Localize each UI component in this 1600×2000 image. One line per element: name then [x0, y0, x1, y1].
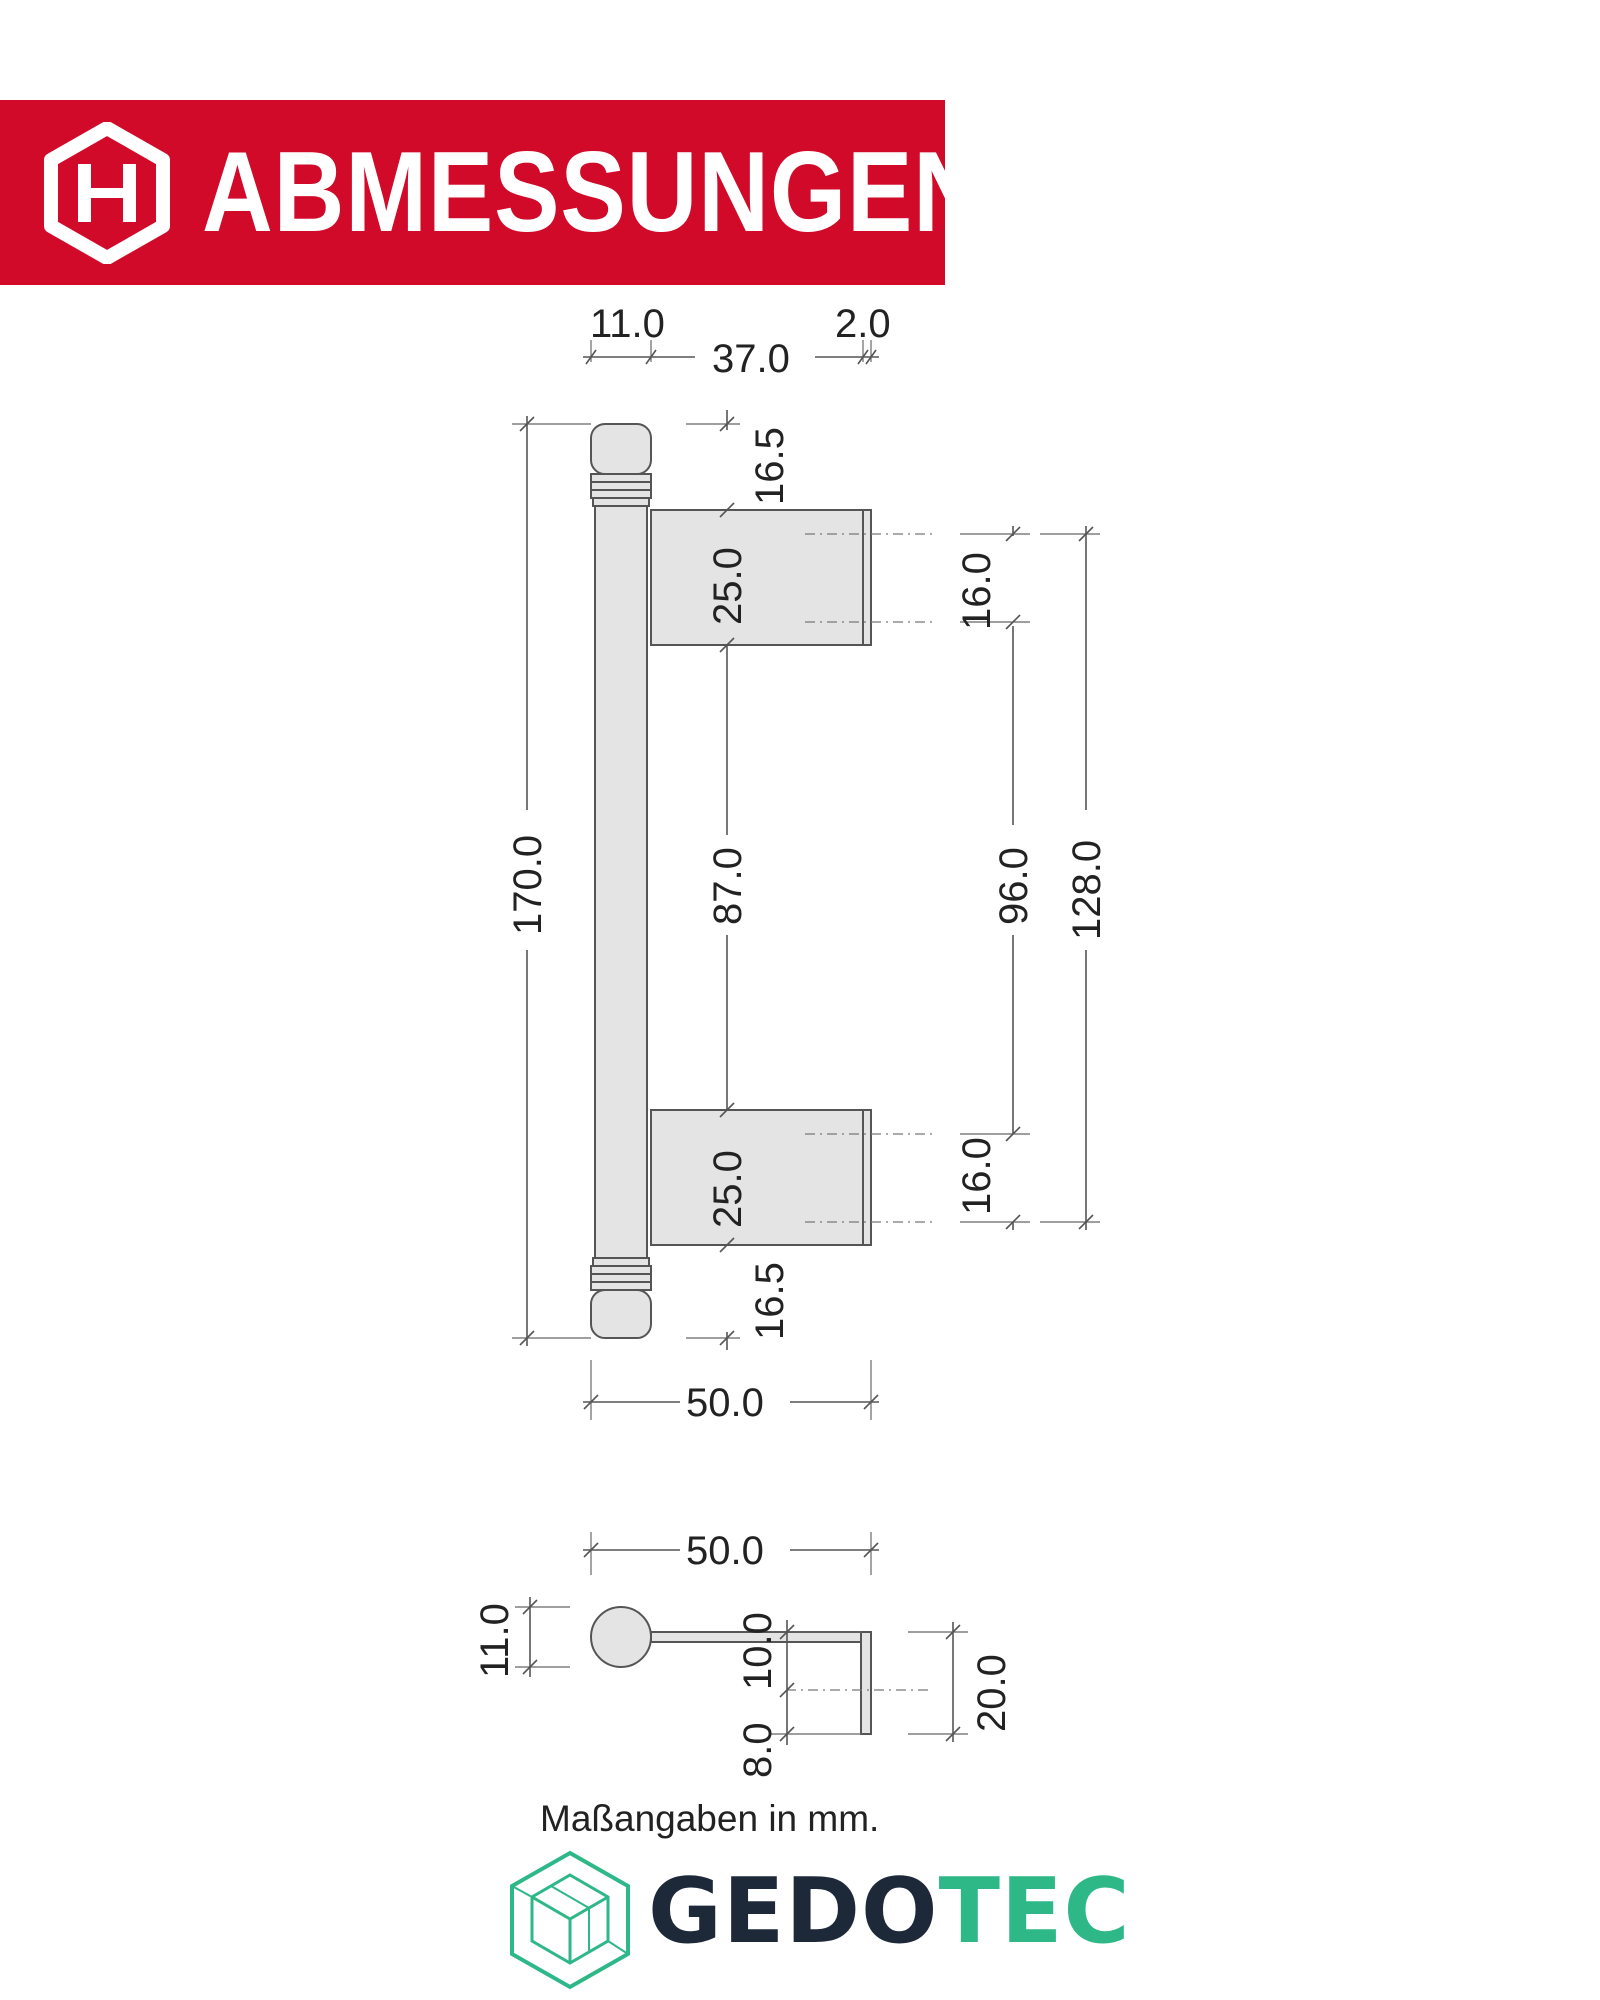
dim-upper-segment: 10.0 [736, 1612, 780, 1690]
unit-note: Maßangaben in mm. [540, 1798, 880, 1839]
dim-lower-hole: 16.0 [955, 1137, 999, 1215]
hexagon-h-icon [44, 122, 170, 264]
dim-hole-spacing: 96.0 [992, 847, 1036, 925]
side-plate-dimension [908, 1622, 968, 1742]
side-diameter-dimension [515, 1597, 570, 1677]
handle-front-view [590, 423, 652, 1339]
total-height-dimension [512, 416, 591, 1346]
dim-total-height: 170.0 [506, 835, 550, 935]
dim-upper-hole: 16.0 [955, 552, 999, 630]
handle-side-view [590, 1606, 872, 1735]
middle-chain-dimension [686, 410, 740, 1350]
dim-side-diameter: 11.0 [473, 1603, 517, 1678]
brand-name: GEDOTEC [648, 1859, 1131, 1964]
cube-hexagon-icon [510, 1850, 630, 1990]
dim-upper-offset: 16.5 [748, 427, 792, 505]
header-banner: ABMESSUNGEN [0, 100, 984, 285]
upper-foot [650, 509, 872, 646]
brand-logo: GEDOTEC [500, 1845, 1130, 1995]
dim-lower-foot: 25.0 [706, 1150, 750, 1228]
dim-top-left: 11.0 [590, 302, 665, 346]
depth-dimension [583, 1360, 879, 1420]
dim-side-depth: 50.0 [686, 1529, 764, 1573]
lower-foot [650, 1109, 872, 1246]
side-segment-dimensions [770, 1620, 862, 1745]
dim-total-depth: 50.0 [686, 1381, 764, 1425]
dim-upper-foot: 25.0 [706, 547, 750, 625]
dim-top-middle: 37.0 [712, 337, 790, 381]
dim-lower-segment: 8.0 [736, 1722, 780, 1778]
dim-outer-spacing: 128.0 [1065, 840, 1109, 940]
side-depth-dimension [583, 1532, 879, 1575]
brand-name-part1: GEDO [648, 1859, 939, 1964]
outer-spacing-dimension [1040, 526, 1100, 1230]
page-title: ABMESSUNGEN [202, 129, 985, 256]
dim-top-right: 2.0 [835, 302, 891, 346]
brand-name-part2: TEC [938, 1859, 1131, 1964]
dim-plate-height: 20.0 [970, 1654, 1014, 1732]
dim-lower-offset: 16.5 [748, 1262, 792, 1340]
hole-chain-dimension [960, 526, 1030, 1230]
dim-center-gap: 87.0 [706, 847, 750, 925]
